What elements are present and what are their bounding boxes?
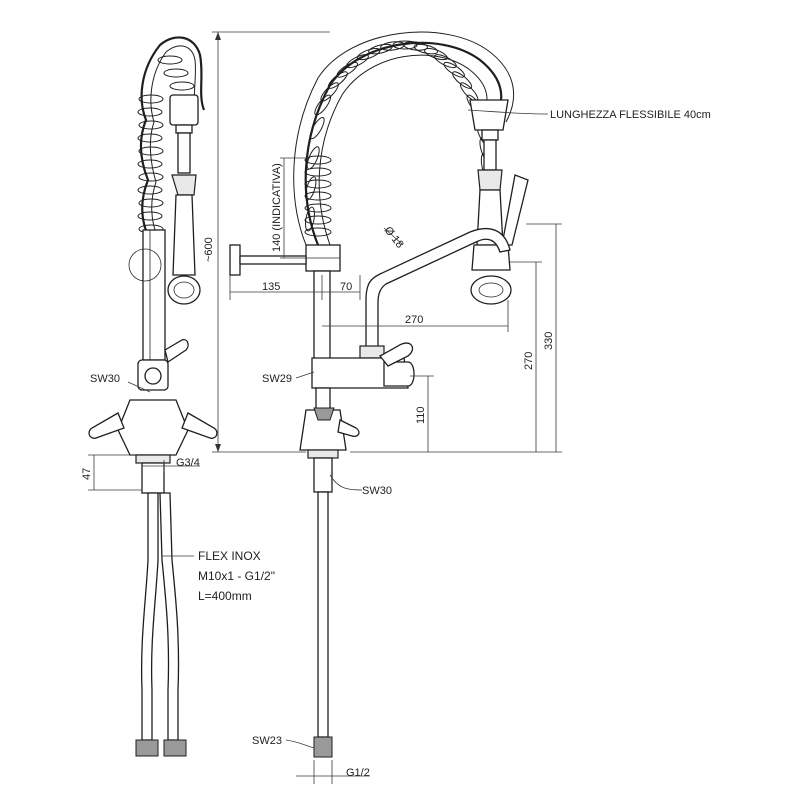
coil-ring: [304, 203, 332, 213]
left-flex-hose-1: [140, 492, 159, 741]
left-spring-coil: [137, 36, 206, 241]
right-front-view: [229, 31, 529, 758]
coil-ring: [320, 82, 339, 102]
coil-ring: [380, 41, 406, 51]
coil-ring: [157, 55, 183, 65]
coil-ring: [137, 211, 163, 221]
label-g34: G3/4: [176, 457, 200, 469]
coil-ring: [138, 120, 164, 130]
coil-ring: [413, 43, 439, 55]
right-shank: [313, 457, 333, 493]
label-dim-330: 330: [543, 332, 555, 350]
coil-ring: [163, 68, 189, 78]
label-dim-270-v: 270: [523, 352, 535, 370]
right-spray-head: [469, 99, 509, 131]
left-tap-handle-right: [181, 412, 218, 439]
coil-ring: [138, 172, 164, 182]
coil-ring: [314, 94, 332, 116]
coil-ring: [304, 179, 332, 189]
left-holder-ring: [128, 248, 162, 282]
coil-ring: [368, 43, 393, 55]
wall-bracket-plate: [229, 244, 241, 276]
left-lever: [164, 339, 189, 364]
coil-ring: [137, 107, 163, 117]
left-spray-handle: [172, 194, 196, 276]
left-mixer-body: [117, 399, 189, 456]
label-sw30-right: SW30: [362, 485, 392, 497]
coil-ring: [137, 133, 163, 143]
right-spray-nozzle: [470, 275, 512, 305]
coil-ring: [304, 227, 332, 237]
left-column: [142, 229, 166, 361]
right-spout: [365, 227, 511, 351]
left-spray-handle-top: [171, 174, 197, 196]
right-mixer-handle: [337, 419, 360, 438]
label-flex-line-1: FLEX INOX: [198, 549, 261, 563]
coil-ring: [138, 198, 164, 208]
right-spray-neck: [483, 139, 497, 171]
label-flex-line-3: L=400mm: [198, 589, 252, 603]
label-dim-47: 47: [81, 468, 93, 480]
label-dim-70: 70: [340, 281, 352, 293]
label-sw30-left: SW30: [90, 373, 120, 385]
coil-ring: [137, 159, 163, 169]
label-diameter: Ø 18: [382, 224, 406, 250]
label-g12: G1/2: [346, 767, 370, 779]
right-hose-fitting: [313, 736, 333, 758]
coil-ring: [304, 155, 332, 165]
right-spray-trigger: [501, 174, 529, 246]
left-spray-nut: [175, 124, 193, 134]
label-dim-135: 135: [262, 281, 280, 293]
coil-ring: [327, 71, 348, 89]
coil-ring: [138, 94, 164, 104]
label-sw29: SW29: [262, 373, 292, 385]
left-hose-fitting-2: [163, 739, 187, 757]
left-tap-handle-left: [88, 412, 125, 439]
right-flex-hose: [317, 491, 329, 738]
label-dim-270-h: 270: [405, 314, 423, 326]
label-height-total: ~600: [203, 237, 215, 262]
left-spray-hose-neck: [177, 132, 191, 174]
right-mixer-cap: [313, 407, 335, 421]
dimension-lines: [88, 31, 562, 784]
coil-ring: [305, 176, 317, 201]
coil-ring: [346, 54, 369, 69]
coil-ring: [304, 191, 332, 201]
left-spray-nozzle: [167, 275, 201, 305]
left-hose-fitting-1: [135, 739, 159, 757]
right-spray-collar: [477, 169, 503, 191]
label-hose-length: LUNGHEZZA FLESSIBILE 40cm: [550, 109, 711, 121]
right-lower-column: [315, 387, 331, 411]
left-base-nut: [135, 454, 171, 464]
label-dim-110: 110: [415, 406, 427, 424]
coil-ring: [403, 41, 428, 51]
label-height-indicative: 140 (INDICATIVA): [271, 163, 283, 252]
right-base-nut: [307, 449, 339, 459]
coil-ring: [138, 146, 164, 156]
coil-ring: [304, 167, 332, 177]
label-sw23: SW23: [252, 735, 282, 747]
left-shank: [141, 462, 165, 494]
dimension-labels: LUNGHEZZA FLESSIBILE 40cm ~600 140 (INDI…: [81, 109, 711, 779]
left-spray-head: [169, 94, 199, 126]
wall-bracket-arm: [239, 255, 307, 265]
coil-ring: [336, 61, 358, 78]
right-lever: [379, 342, 414, 367]
coil-ring: [356, 48, 381, 61]
left-flex-hose-2: [159, 492, 180, 741]
left-side-view: [88, 36, 218, 757]
coil-ring: [309, 117, 325, 140]
label-flex-line-2: M10x1 - G1/2": [198, 569, 275, 583]
coil-ring: [304, 215, 332, 225]
right-spray-nut: [481, 129, 499, 141]
coil-ring: [169, 81, 195, 91]
coil-ring: [137, 185, 163, 195]
